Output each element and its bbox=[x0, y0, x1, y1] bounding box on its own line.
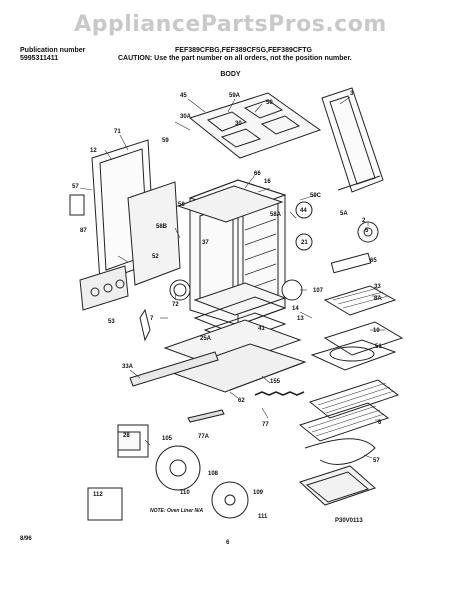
fan-107 bbox=[281, 279, 303, 301]
callout-62: 62 bbox=[238, 398, 245, 404]
callout-66: 66 bbox=[254, 171, 261, 177]
oven-rack-1 bbox=[308, 379, 400, 419]
convection-fan bbox=[155, 445, 201, 491]
callout-44: 44 bbox=[300, 208, 307, 214]
callout-52: 52 bbox=[152, 254, 159, 260]
callout-58a: 58A bbox=[270, 212, 282, 218]
callout-59a: 59A bbox=[229, 93, 241, 99]
callout-2: 2 bbox=[362, 218, 366, 224]
drawer-frame bbox=[193, 282, 287, 316]
callout-33: 33 bbox=[374, 284, 381, 290]
callout-28: 28 bbox=[123, 433, 130, 439]
callout-45: 45 bbox=[180, 93, 187, 99]
oven-rack-2 bbox=[298, 402, 390, 442]
callout-5a: 5A bbox=[340, 211, 348, 217]
callout-41: 41 bbox=[258, 326, 265, 332]
callout-8a: 8A bbox=[374, 296, 382, 302]
callout-87: 87 bbox=[80, 228, 87, 234]
broiler-rack bbox=[323, 285, 397, 316]
callout-5: 5 bbox=[365, 228, 369, 234]
callout-59: 59 bbox=[162, 138, 169, 144]
callout-7: 7 bbox=[150, 316, 154, 322]
callout-50: 50 bbox=[266, 100, 273, 106]
model-numbers: FEF389CFBG,FEF389CFSG,FEF389CFTG bbox=[175, 47, 312, 54]
bake-element bbox=[304, 438, 376, 465]
callout-59c: 59C bbox=[310, 193, 322, 199]
section-title: BODY bbox=[220, 71, 241, 78]
callout-112: 112 bbox=[93, 492, 103, 498]
callout-13: 13 bbox=[297, 316, 304, 322]
callout-155: 155 bbox=[270, 379, 281, 385]
callout-14: 14 bbox=[292, 306, 299, 312]
box-112 bbox=[87, 487, 123, 521]
page-number: 6 bbox=[226, 540, 230, 546]
callout-30: 30 bbox=[235, 121, 242, 127]
callout-25a: 25A bbox=[200, 336, 212, 342]
cooktop-panel bbox=[188, 92, 322, 159]
back-panel bbox=[321, 87, 384, 193]
callout-72: 72 bbox=[172, 302, 179, 308]
callout-109: 109 bbox=[253, 490, 264, 496]
callout-30a: 30A bbox=[180, 114, 192, 120]
knob bbox=[169, 279, 191, 301]
callout-33a: 33A bbox=[122, 364, 134, 370]
publication-number: 5995311411 bbox=[20, 55, 59, 62]
callout-107: 107 bbox=[313, 288, 324, 294]
broiler-pan bbox=[323, 321, 404, 356]
watermark: AppliancePartsPros.com bbox=[74, 12, 387, 37]
callout-3: 3 bbox=[350, 91, 354, 97]
callout-77: 77 bbox=[262, 422, 269, 428]
caution-text: CAUTION: Use the part number on all orde… bbox=[118, 55, 352, 62]
callout-77a: 77A bbox=[198, 434, 210, 440]
callout-105: 105 bbox=[162, 436, 173, 442]
callout-6: 6 bbox=[378, 420, 382, 426]
callout-110: 110 bbox=[180, 490, 190, 496]
callout-57: 57 bbox=[72, 184, 79, 190]
kick-plate bbox=[129, 351, 219, 387]
drawer-bottom bbox=[299, 465, 376, 506]
callout-108: 108 bbox=[208, 471, 219, 477]
callout-16: 16 bbox=[264, 179, 271, 185]
callout-57b: 57 bbox=[373, 458, 380, 464]
callout-51: 51 bbox=[375, 344, 382, 350]
diagram-code: P30V0113 bbox=[335, 518, 363, 524]
note-text: NOTE: Oven Liner N/A bbox=[150, 508, 204, 514]
element-44 bbox=[295, 201, 313, 219]
callout-58b: 58B bbox=[156, 224, 168, 230]
callout-65: 65 bbox=[370, 258, 377, 264]
footer-date: 8/96 bbox=[20, 536, 32, 542]
callout-58: 58 bbox=[178, 202, 185, 208]
callout-71: 71 bbox=[114, 129, 121, 135]
callout-21: 21 bbox=[301, 240, 308, 246]
callout-53: 53 bbox=[108, 319, 115, 325]
callout-37: 37 bbox=[202, 240, 209, 246]
publication-label: Publication number bbox=[20, 47, 86, 54]
callout-12: 12 bbox=[90, 148, 97, 154]
callout-111: 111 bbox=[258, 514, 268, 520]
callout-10: 10 bbox=[373, 328, 380, 334]
